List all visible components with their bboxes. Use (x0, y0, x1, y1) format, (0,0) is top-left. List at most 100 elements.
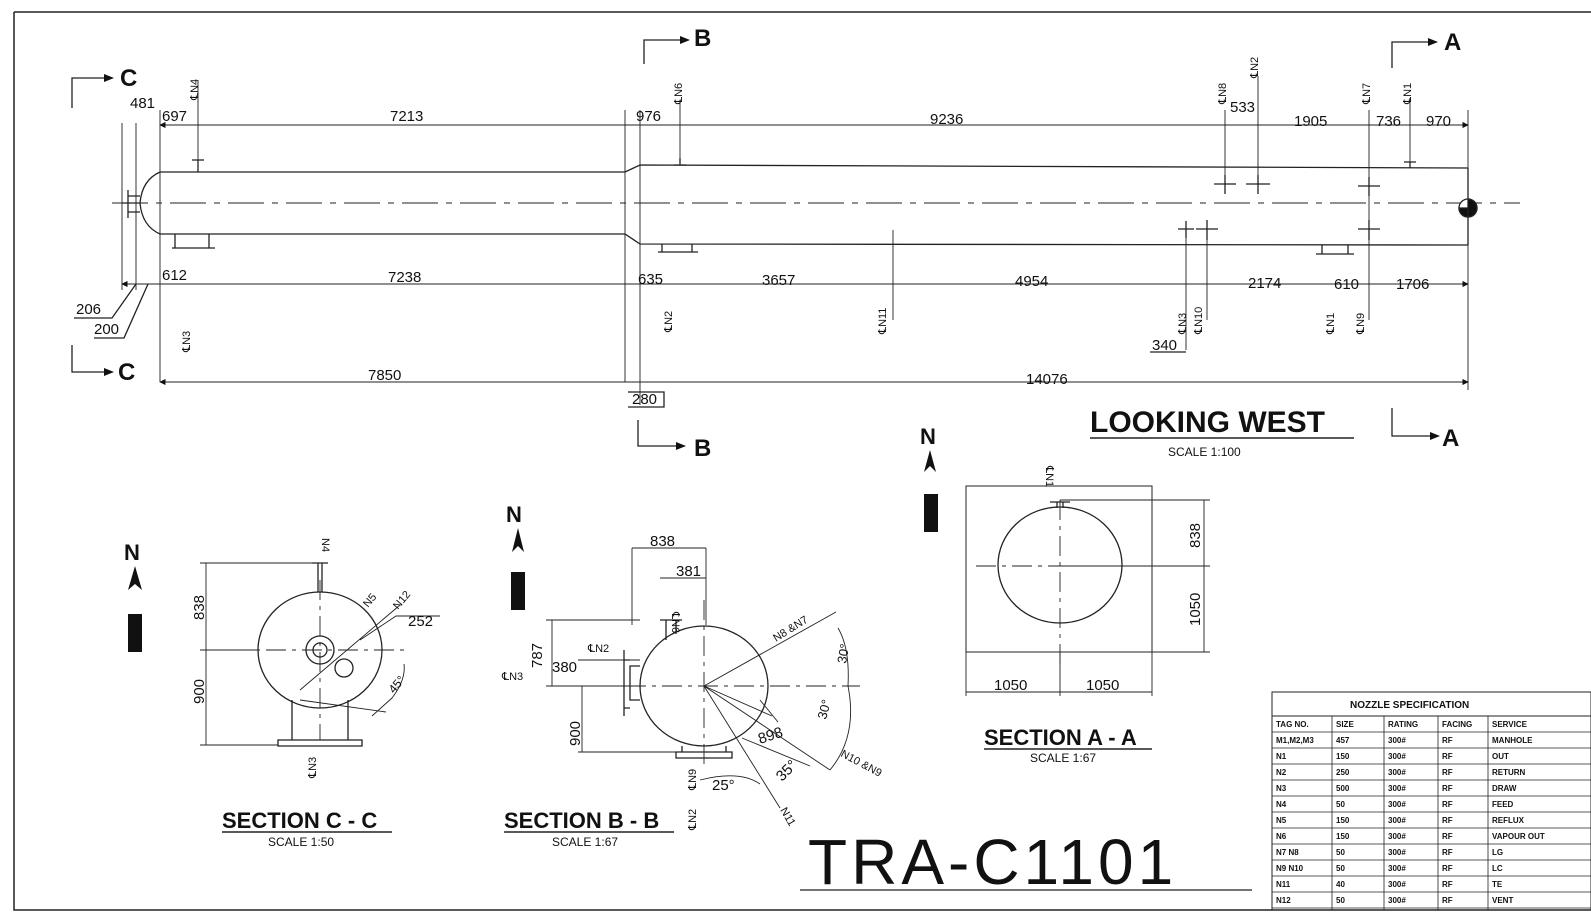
dim-label: 1905 (1294, 113, 1327, 130)
table-header-cell: RATING (1388, 720, 1418, 729)
table-cell: RF (1442, 896, 1453, 905)
table-cell: RF (1442, 784, 1453, 793)
dim-label: 340 (1152, 337, 1177, 354)
dim-label: 635 (638, 271, 663, 288)
table-cell: 300# (1388, 816, 1406, 825)
table-cell: 250 (1336, 768, 1350, 777)
table-cell: 150 (1336, 816, 1350, 825)
section-mark-a-top (1391, 41, 1428, 68)
north-letter: N (506, 502, 522, 527)
table-cell: 457 (1336, 736, 1350, 745)
section-a-text: 838 1050 1050 1050 ℄N1 (994, 465, 1204, 694)
saddle-left (172, 234, 215, 249)
nozzle-label: ℄N4 (189, 79, 201, 101)
table-cell: REFLUX (1492, 816, 1525, 825)
dim-label: 7238 (388, 269, 421, 286)
table-cell: 50 (1336, 848, 1345, 857)
table-cell: 150 (1336, 832, 1350, 841)
table-header-cell: SERVICE (1492, 720, 1528, 729)
nozzle-label: ℄N6 (673, 83, 685, 105)
elevation-title: LOOKING WEST (1090, 406, 1325, 439)
dim-label: 838 (650, 533, 675, 550)
section-mark-b-top (643, 39, 680, 64)
table-cell: VENT (1492, 896, 1513, 905)
sheet-border (13, 11, 1591, 911)
table-cell: 300# (1388, 784, 1406, 793)
nozzle-label: ℄N9 (687, 769, 699, 791)
north-letter: N (920, 424, 936, 449)
table-cell: 300# (1388, 768, 1406, 777)
top-dimensions: 481 697 7213 976 9236 533 1905 736 970 (130, 95, 1451, 130)
table-cell: N2 (1276, 768, 1287, 777)
table-cell: 300# (1388, 752, 1406, 761)
saddle-mid (658, 244, 698, 253)
nozzle-label: N10 &N9 (839, 748, 884, 780)
dim-label: 533 (1230, 99, 1255, 116)
table-cell: DRAW (1492, 784, 1517, 793)
section-letter-c-top: C (120, 65, 137, 92)
dim-label: 898 (756, 724, 785, 748)
table-cell: 300# (1388, 736, 1406, 745)
table-header-cell: TAG NO. (1276, 720, 1309, 729)
section-a-title: SECTION A - A (984, 725, 1137, 750)
table-cell: 300# (1388, 896, 1406, 905)
dim-label: 1050 (994, 677, 1027, 694)
nozzle-label: ℄N3 (181, 331, 193, 353)
table-cell: RETURN (1492, 768, 1526, 777)
table-cell: RF (1442, 800, 1453, 809)
nozzle-label: ℄N7 (1361, 83, 1373, 105)
table-cell: N12 (1276, 896, 1291, 905)
north-arrow-a: N (920, 424, 938, 532)
table-cell: 300# (1388, 864, 1406, 873)
nozzle-label: ℄N3 (1177, 313, 1189, 335)
dim-label: 4954 (1015, 273, 1048, 290)
section-c-scale: SCALE 1:50 (268, 835, 334, 849)
nozzle-labels: ℄N4 ℄N6 ℄N8 ℄N2 ℄N7 ℄N1 ℄N3 ℄N2 ℄N11 ℄N3… (181, 57, 1414, 353)
nozzle-label: ℄N11 (877, 308, 889, 335)
dim-label: 900 (567, 721, 584, 746)
table-cell: N3 (1276, 784, 1287, 793)
section-b-title: SECTION B - B (504, 808, 659, 833)
table-cell: RF (1442, 864, 1453, 873)
table-cell: 40 (1336, 880, 1345, 889)
table-cell: LC (1492, 864, 1503, 873)
table-cell: N4 (1276, 800, 1287, 809)
section-c-text: 838 900 252 45° N4 N5 N12 ℄N3 (191, 538, 433, 779)
drawing-tag: TRA-C1101 (808, 826, 1177, 898)
dim-label: 252 (408, 613, 433, 630)
table-cell: N1 (1276, 752, 1287, 761)
shell-small (160, 164, 1469, 246)
dim-label: 14076 (1026, 371, 1068, 388)
table-cell: 300# (1388, 848, 1406, 857)
dim-label: 1050 (1086, 677, 1119, 694)
table-title: NOZZLE SPECIFICATION (1350, 700, 1469, 711)
section-a-a (965, 485, 1210, 696)
nozzle-label: ℄N2 (663, 311, 675, 333)
table-cell: MANHOLE (1492, 736, 1533, 745)
dim-label: 610 (1334, 276, 1359, 293)
table-cell: N9 N10 (1276, 864, 1304, 873)
dim-label: 838 (191, 595, 208, 620)
dim-label: 970 (1426, 113, 1451, 130)
table-cell: M1,M2,M3 (1276, 736, 1314, 745)
dim-label: 697 (162, 108, 187, 125)
nozzle-label: ℄N2 (587, 643, 609, 655)
nozzle-label: ℄N2 (1249, 57, 1261, 79)
table-header-cell: SIZE (1336, 720, 1354, 729)
elevation-view (71, 39, 1520, 447)
nozzle-label: ℄N1 (1043, 465, 1055, 487)
table-cell: 150 (1336, 752, 1350, 761)
nozzle-label: ℄N9 (1355, 313, 1367, 335)
section-letter-c-bottom: C (118, 359, 135, 386)
dim-label: 612 (162, 267, 187, 284)
dim-label: 206 (76, 301, 101, 318)
section-c-c (200, 562, 440, 747)
section-letter-a-top: A (1444, 29, 1461, 56)
north-arrow-c: N (124, 540, 142, 652)
dim-label: 200 (94, 321, 119, 338)
bottom-dimensions: 206 200 7850 14076 280 340 (76, 301, 1177, 408)
nozzle-label: ℄N3 (307, 757, 319, 779)
section-mark-c-top (71, 77, 104, 108)
